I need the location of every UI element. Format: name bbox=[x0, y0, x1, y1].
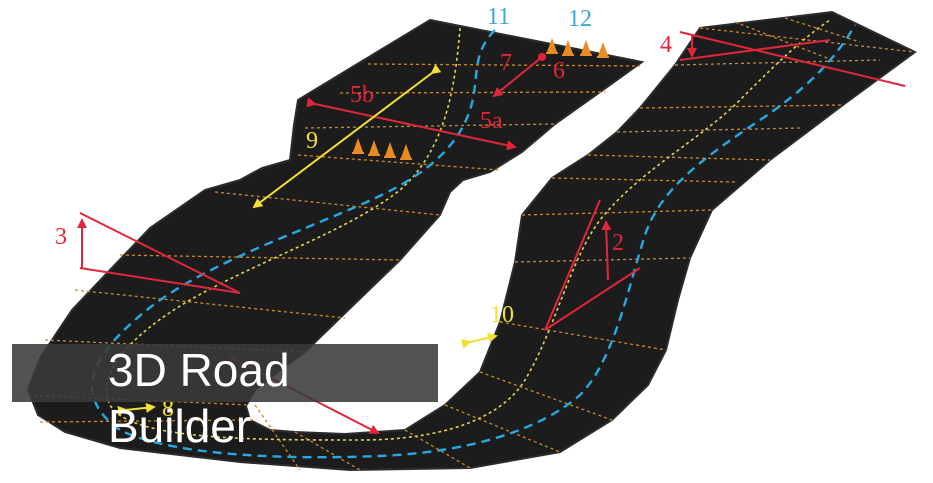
label-2: 2 bbox=[612, 230, 624, 256]
label-11: 11 bbox=[487, 4, 510, 30]
cones-upper bbox=[546, 38, 609, 58]
point-6-marker bbox=[538, 53, 546, 61]
center-line bbox=[105, 19, 831, 441]
label-8: 8 bbox=[162, 396, 174, 422]
label-4: 4 bbox=[660, 32, 672, 58]
label-5b: 5b bbox=[350, 82, 374, 108]
label-5a: 5a bbox=[480, 108, 503, 134]
label-6: 6 bbox=[553, 58, 565, 84]
yellow-annotations bbox=[117, 64, 498, 416]
title-line-1: 3D Road bbox=[108, 344, 290, 396]
label-3: 3 bbox=[55, 224, 67, 250]
label-9: 9 bbox=[306, 128, 318, 154]
title-line-2: Builder bbox=[108, 400, 252, 453]
title-overlay-box bbox=[12, 344, 438, 402]
label-10: 10 bbox=[490, 302, 514, 328]
cones-middle bbox=[352, 138, 412, 160]
label-7: 7 bbox=[500, 50, 512, 76]
title-overlay-text: 3D Road Builder bbox=[108, 342, 290, 454]
label-12: 12 bbox=[568, 6, 592, 32]
